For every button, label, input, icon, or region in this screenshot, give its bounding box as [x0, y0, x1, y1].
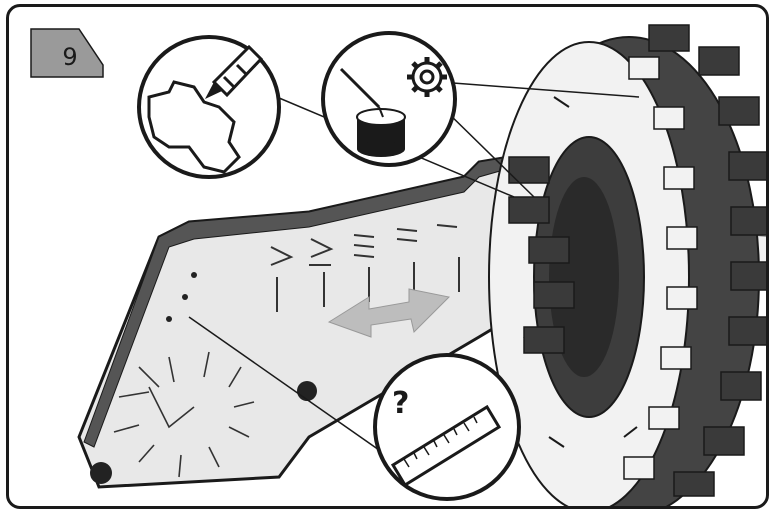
question-mark-icon: ? — [392, 389, 409, 419]
callout-cut-gear — [139, 37, 279, 177]
step-number: 9 — [59, 43, 81, 71]
glue-pot-icon — [357, 109, 405, 157]
hole-mid — [297, 381, 317, 401]
callout-measure — [375, 355, 519, 499]
callout-glue-gear — [323, 33, 455, 165]
large-gear — [489, 25, 769, 509]
hole-lower — [90, 462, 112, 484]
instruction-frame: 9 ? — [6, 4, 769, 509]
assembly-illustration — [9, 7, 769, 509]
